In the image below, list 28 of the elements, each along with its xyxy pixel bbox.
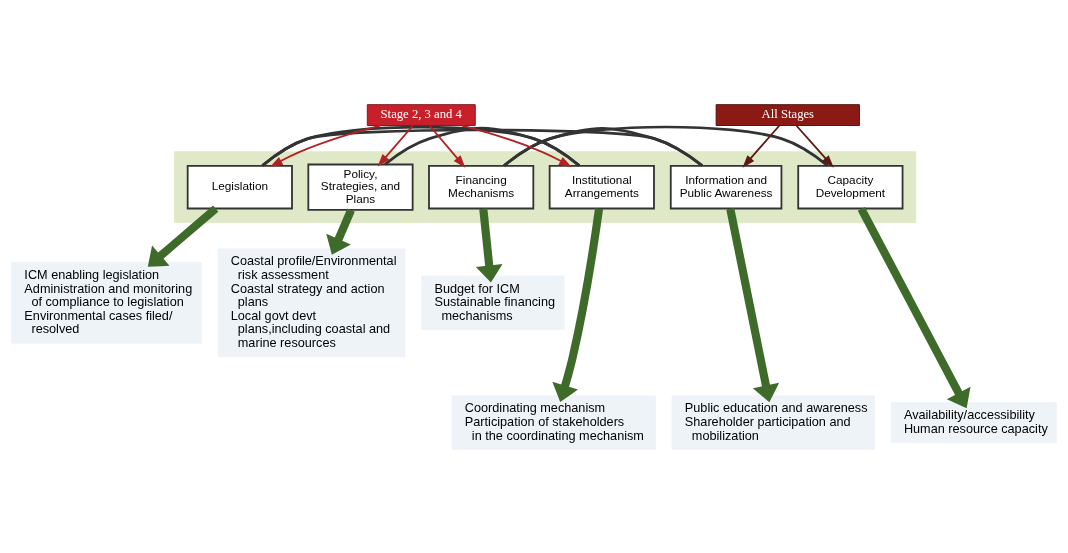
node-box: Capacity Development: [797, 164, 904, 209]
connector: [261, 128, 703, 167]
arrow: [428, 124, 466, 168]
node-box: Coastal profile/Environmental risk assessment Coastal strategy and action plans Local govt devt plans,including coastal and marine resources: [217, 247, 406, 357]
node-box: ICM enabling legislation Administration and monitoring of compliance to legislation Environmental cases filed/ resolved: [11, 261, 202, 344]
arrow: [475, 207, 503, 282]
node-box: Institutional Arrangements: [548, 164, 655, 209]
arrow: [269, 124, 382, 167]
node-box: Information and Public Awareness: [669, 164, 783, 209]
node-box: All Stages: [715, 103, 860, 126]
node-box: Legislation: [186, 164, 293, 209]
node-box: Public education and awareness Shareholder participation and mobilization: [671, 394, 875, 450]
arrow: [795, 124, 834, 168]
arrow: [552, 207, 604, 402]
arrow: [377, 124, 414, 166]
node-box: Availability/accessibility Human resource capacity: [890, 401, 1057, 443]
node-box: Coordinating mechanism Participation of stakeholders in the coordinating mechanism: [451, 394, 656, 450]
arrow: [326, 207, 355, 255]
arrow: [461, 124, 572, 167]
node-box: Financing Mechanisms: [428, 164, 535, 209]
node-box: Policy, Strategies, and Plans: [307, 163, 414, 211]
connector: [503, 125, 829, 167]
arrow: [742, 124, 781, 168]
arrow: [857, 206, 971, 408]
arrow: [726, 207, 780, 402]
arrow: [147, 205, 219, 267]
node-box: Budget for ICM Sustainable financing mechanisms: [421, 275, 565, 330]
node-box: Stage 2, 3 and 4: [366, 103, 476, 126]
